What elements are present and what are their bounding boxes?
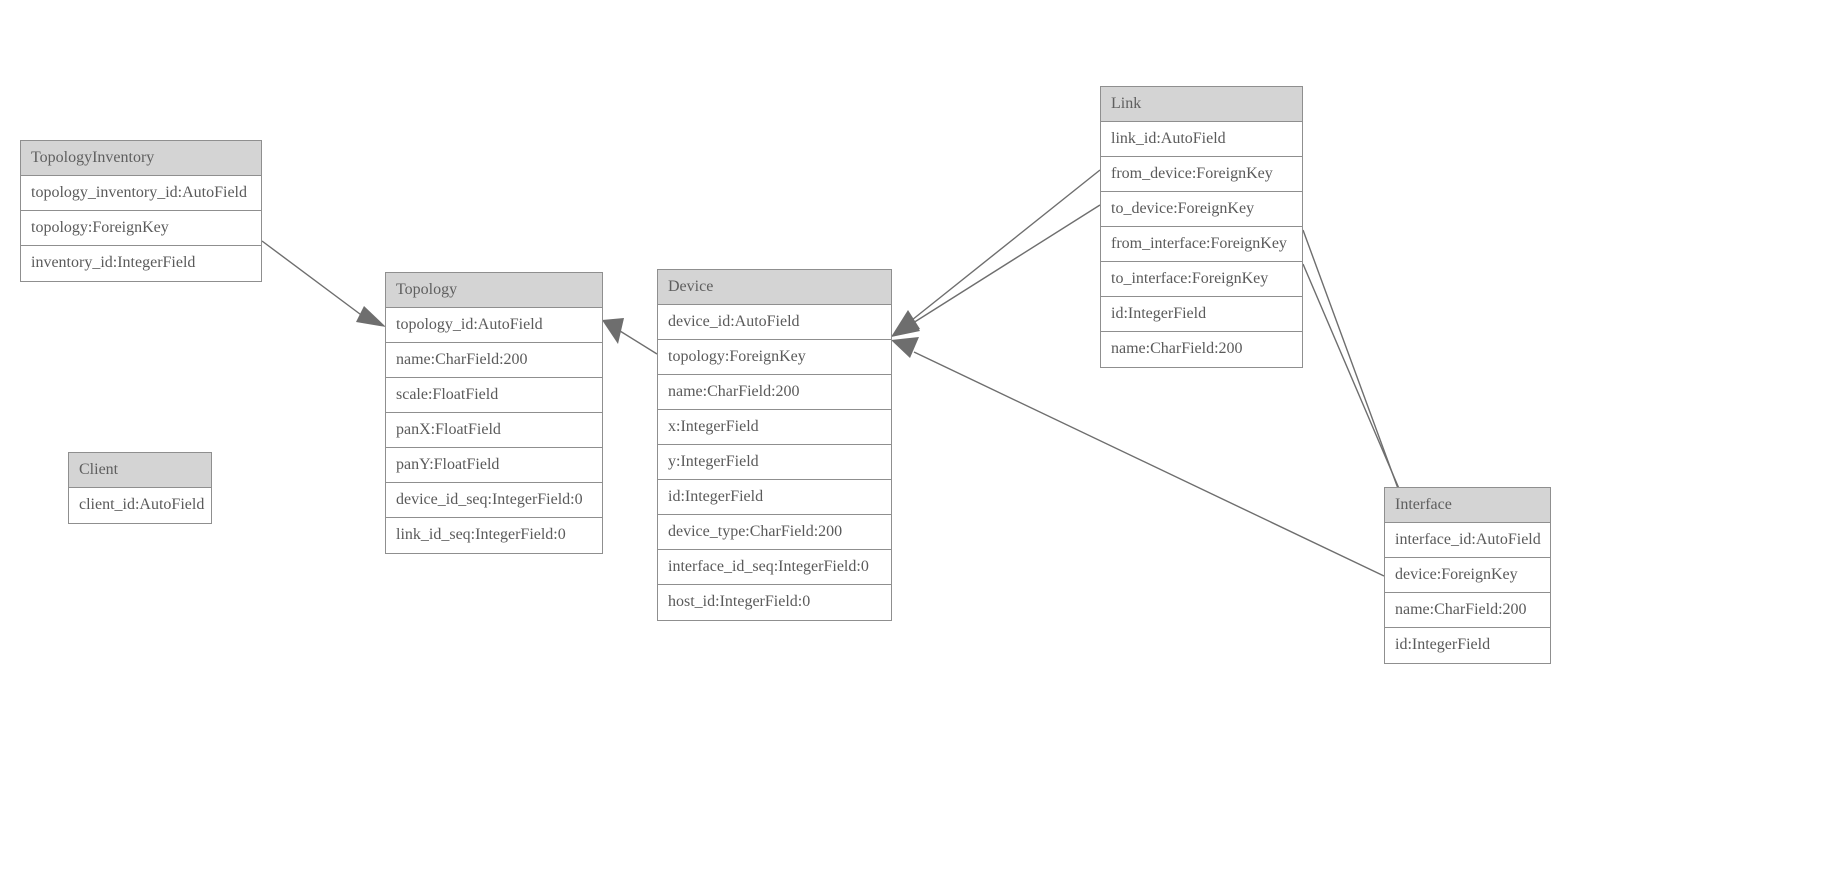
edge-link-todevice-device bbox=[891, 204, 1101, 337]
attribute-row: host_id:IntegerField:0 bbox=[668, 593, 811, 610]
attribute-row: name:CharField:200 bbox=[386, 343, 602, 378]
attribute-row: to_device:ForeignKey bbox=[1101, 192, 1302, 227]
attribute-row: inventory_id:IntegerField bbox=[31, 254, 196, 271]
attribute-row: link_id:AutoField bbox=[1101, 122, 1302, 157]
attribute-row: topology_inventory_id:AutoField bbox=[21, 176, 261, 211]
attribute-row: device_id_seq:IntegerField:0 bbox=[386, 483, 602, 518]
edge-interface-device bbox=[891, 337, 1385, 577]
attribute-row: y:IntegerField bbox=[658, 445, 891, 480]
entity-client[interactable]: Client client_id:AutoField bbox=[68, 452, 212, 524]
entity-title-topology_inventory: TopologyInventory bbox=[21, 141, 261, 176]
attribute-row: interface_id:AutoField bbox=[1385, 523, 1550, 558]
attribute-row: panX:FloatField bbox=[386, 413, 602, 448]
attribute-row: from_interface:ForeignKey bbox=[1101, 227, 1302, 262]
attribute-row: from_device:ForeignKey bbox=[1101, 157, 1302, 192]
attribute-row: x:IntegerField bbox=[658, 410, 891, 445]
attribute-row: id:IntegerField bbox=[1395, 636, 1491, 653]
entity-title-client: Client bbox=[69, 453, 211, 488]
attribute-row: id:IntegerField bbox=[658, 480, 891, 515]
attribute-row: device_type:CharField:200 bbox=[658, 515, 891, 550]
attribute-row: name:CharField:200 bbox=[658, 375, 891, 410]
attribute-row: name:CharField:200 bbox=[1111, 340, 1243, 357]
edge-link-frominterface-interface bbox=[1302, 229, 1412, 530]
attribute-row: interface_id_seq:IntegerField:0 bbox=[658, 550, 891, 585]
attribute-row: topology:ForeignKey bbox=[21, 211, 261, 246]
attribute-row: link_id_seq:IntegerField:0 bbox=[396, 526, 566, 543]
attribute-row: device_id:AutoField bbox=[658, 305, 891, 340]
attribute-row: topology:ForeignKey bbox=[658, 340, 891, 375]
attribute-row: to_interface:ForeignKey bbox=[1101, 262, 1302, 297]
attribute-row: name:CharField:200 bbox=[1385, 593, 1550, 628]
attribute-row: scale:FloatField bbox=[386, 378, 602, 413]
attribute-row: device:ForeignKey bbox=[1385, 558, 1550, 593]
entity-attributes-client: client_id:AutoField bbox=[69, 488, 211, 523]
attribute-row: panY:FloatField bbox=[386, 448, 602, 483]
entity-title-link: Link bbox=[1101, 87, 1302, 122]
entity-title-device: Device bbox=[658, 270, 891, 305]
entity-title-topology: Topology bbox=[386, 273, 602, 308]
entity-title-interface: Interface bbox=[1385, 488, 1550, 523]
attribute-row: id:IntegerField bbox=[1101, 297, 1302, 332]
edge-device-topology bbox=[602, 318, 658, 355]
edge-link-fromdevice-device bbox=[891, 169, 1101, 337]
edge-topologyinventory-topology bbox=[261, 240, 386, 327]
attribute-row: topology_id:AutoField bbox=[386, 308, 602, 343]
attribute-row: client_id:AutoField bbox=[79, 496, 205, 513]
